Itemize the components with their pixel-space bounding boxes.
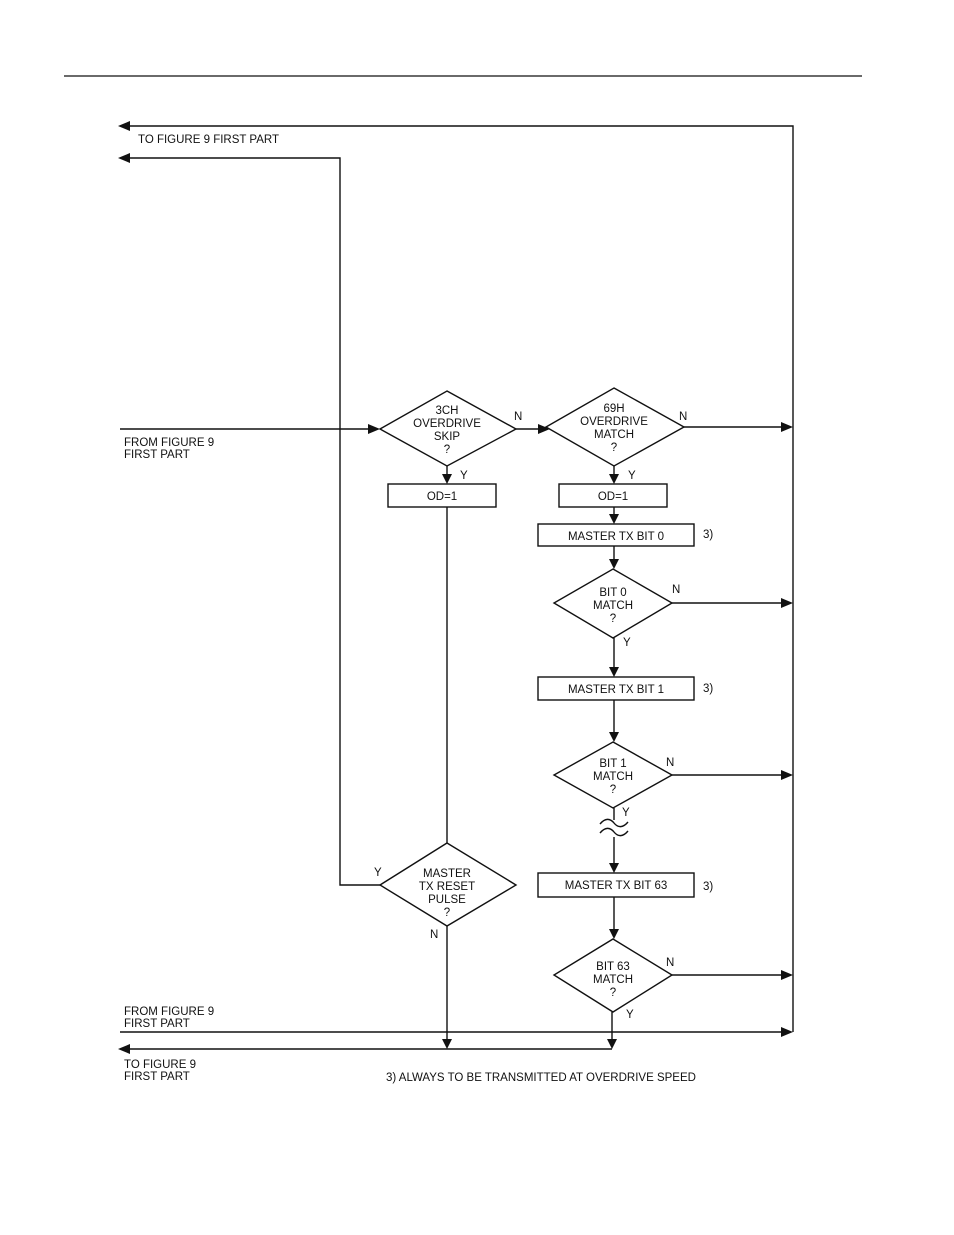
decision-text: BIT 0 [599,587,626,599]
decision-text: MATCH [593,771,633,783]
arrowhead [609,514,619,524]
arrowhead [609,667,619,677]
branch-label-no: N [514,411,522,423]
decision-bit63-match: BIT 63 MATCH ? [552,938,674,1013]
branch-label-yes: Y [623,637,631,649]
arrowhead [118,1044,130,1054]
label-from-figure9-bottom: FROM FIGURE 9 [124,1006,214,1018]
arrowhead [781,598,793,608]
decision-text: OVERDRIVE [413,418,481,430]
footnote-ref: 3) [703,683,713,695]
decision-text: MATCH [594,429,634,441]
continuation-break-icon [599,827,629,837]
label-to-figure9-bottom: FIRST PART [124,1071,190,1083]
arrowhead [442,474,452,484]
decision-bit1-match: BIT 1 MATCH ? [552,741,674,809]
continuation-break-icon [599,818,629,828]
arrowhead [609,559,619,569]
arrowhead [442,1039,452,1049]
label-to-figure9-bottom: TO FIGURE 9 [124,1059,196,1071]
branch-label-yes: Y [628,470,636,482]
arrowhead [118,121,130,131]
arrowhead [609,863,619,873]
branch-label-no: N [679,411,687,423]
arrowhead [781,422,793,432]
decision-text: ? [610,613,616,625]
branch-label-yes: Y [622,807,630,819]
connector-reset-yes-return [128,157,380,886]
decision-text: ? [610,784,616,796]
decision-text: BIT 1 [599,758,626,770]
arrowhead [607,1039,617,1049]
arrowhead [538,424,550,434]
label-from-figure9-bottom: FIRST PART [124,1018,190,1030]
footnote-ref: 3) [703,881,713,893]
footnote-ref: 3) [703,529,713,541]
decision-3ch-overdrive-skip: 3CH OVERDRIVE SKIP ? [378,390,518,467]
decision-text: TX RESET [419,881,475,893]
arrowhead [609,732,619,742]
label-from-figure9-mid: FIRST PART [124,449,190,461]
process-master-tx-bit63: MASTER TX BIT 63 [537,872,695,898]
branch-label-yes: Y [374,867,382,879]
branch-label-yes: Y [460,470,468,482]
process-text: MASTER TX BIT 63 [565,880,667,892]
decision-text: ? [610,987,616,999]
arrowhead [781,770,793,780]
arrowhead [781,1027,793,1037]
connector-top-return [128,125,794,1032]
process-text: MASTER TX BIT 1 [568,684,664,696]
arrowhead [118,153,130,163]
process-text: MASTER TX BIT 0 [568,531,664,543]
branch-label-no: N [672,584,680,596]
decision-69h-overdrive-match: 69H OVERDRIVE MATCH ? [544,387,686,467]
decision-text: 3CH [435,405,458,417]
process-text: OD=1 [427,491,457,503]
process-master-tx-bit1: MASTER TX BIT 1 [537,676,695,701]
label-from-figure9-mid: FROM FIGURE 9 [124,437,214,449]
process-text: OD=1 [598,491,628,503]
decision-text: OVERDRIVE [580,416,648,428]
process-od-right: OD=1 [558,483,668,508]
decision-text: 69H [603,403,624,415]
decision-text: PULSE [428,894,466,906]
decision-text: SKIP [434,431,461,443]
decision-text: ? [444,907,450,919]
decision-text: ? [444,444,450,456]
process-master-tx-bit0: MASTER TX BIT 0 [537,523,695,547]
branch-label-no: N [666,757,674,769]
decision-text: ? [611,442,617,454]
decision-text: MASTER [423,868,471,880]
branch-label-yes: Y [626,1009,634,1021]
decision-text: BIT 63 [596,961,630,973]
process-od-left: OD=1 [387,483,497,508]
branch-label-no: N [430,929,438,941]
arrowhead [609,474,619,484]
footnote: 3) ALWAYS TO BE TRANSMITTED AT OVERDRIVE… [386,1072,696,1084]
branch-label-no: N [666,957,674,969]
arrowhead [609,929,619,939]
label-to-figure9-top: TO FIGURE 9 FIRST PART [138,134,279,146]
decision-bit0-match: BIT 0 MATCH ? [552,568,674,639]
decision-text: MATCH [593,974,633,986]
decision-text: MATCH [593,600,633,612]
decision-master-tx-reset-pulse: MASTER TX RESET PULSE ? [378,842,518,927]
arrowhead [368,424,380,434]
arrowhead [781,970,793,980]
